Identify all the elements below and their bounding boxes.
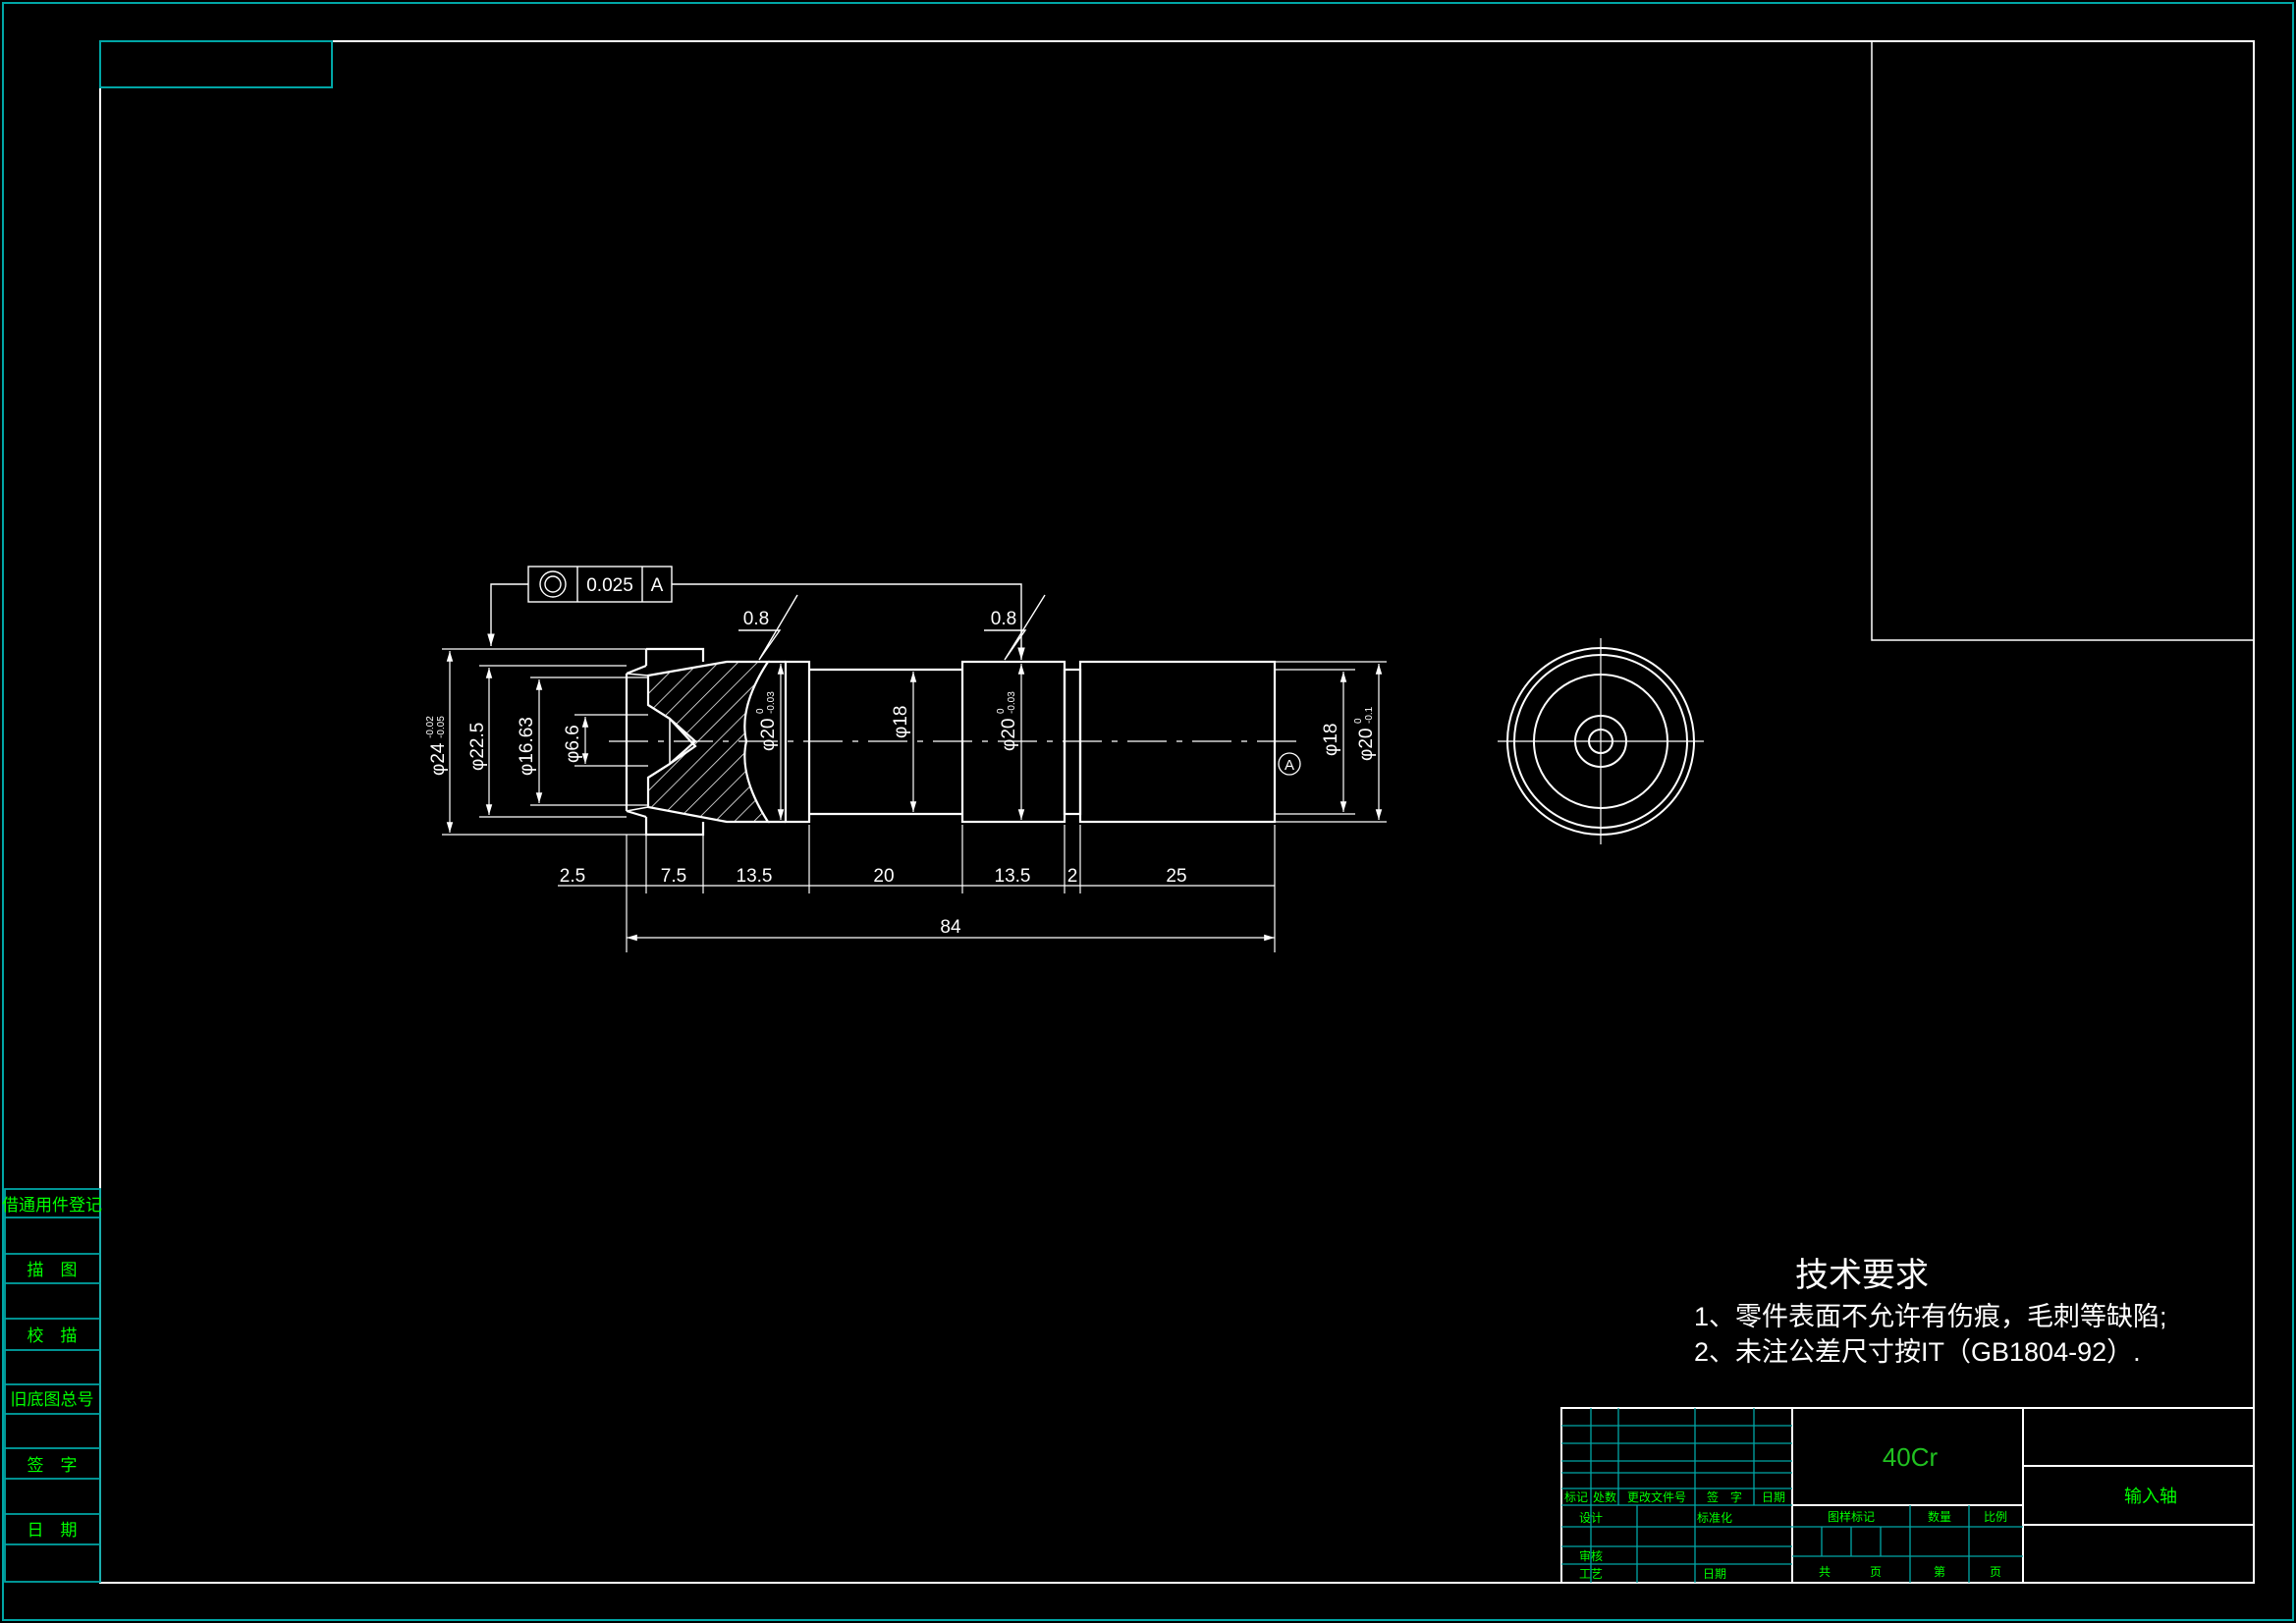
role-standard: 标准化	[1697, 1511, 1732, 1525]
info-header-2: 数量	[1928, 1509, 1951, 1524]
shaft-end-view	[1498, 638, 1704, 844]
strip-label-2: 描 图	[27, 1261, 78, 1279]
left-strip: 借通用件登记 描 图 校 描 旧底图总号 签 字 日 期	[2, 1188, 102, 1583]
dim-d20-a-tol-upper: 0	[755, 708, 766, 714]
strip-label-1: 借通用件登记	[2, 1196, 102, 1215]
dim-l5: 13.5	[995, 866, 1031, 887]
top-right-box	[1871, 40, 2255, 641]
rev-header-2: 处数	[1593, 1489, 1616, 1504]
strip-label-4: 旧底图总号	[11, 1390, 94, 1409]
sheet-total-label: 共	[1819, 1565, 1831, 1579]
dim-d18-a: φ18	[891, 706, 911, 738]
rev-header-5: 日期	[1762, 1490, 1785, 1504]
svg-text:0.8: 0.8	[743, 609, 769, 629]
shaft-front-view	[609, 647, 1296, 837]
dim-l2: 7.5	[661, 866, 686, 887]
role-process: 工艺	[1579, 1567, 1603, 1581]
role-date: 日期	[1703, 1567, 1726, 1581]
dim-l4: 20	[873, 866, 894, 887]
tech-title: 技术要求	[1795, 1257, 1929, 1294]
rev-header-4: 签 字	[1707, 1489, 1742, 1504]
dim-d20-c-tol-upper: 0	[1353, 718, 1364, 724]
dim-l1: 2.5	[560, 866, 585, 887]
part-name-label: 输入轴	[2124, 1487, 2177, 1507]
dim-d18-b: φ18	[1321, 724, 1341, 756]
surface-finish-1: 0.8	[738, 594, 798, 661]
dim-l6: 2	[1067, 866, 1078, 887]
inner-frame	[99, 40, 2255, 1584]
dim-d24-tol-lower: -0.05	[436, 716, 447, 738]
dim-d20-c: φ20	[1356, 729, 1377, 761]
role-review: 审核	[1579, 1548, 1603, 1563]
length-dimensions	[558, 825, 1276, 952]
role-design: 设计	[1579, 1511, 1603, 1525]
sheet-num-label: 第	[1934, 1565, 1945, 1579]
concentricity-icon	[539, 570, 567, 598]
surface-finish-2: 0.8	[984, 594, 1046, 661]
rev-header-1: 标记	[1564, 1490, 1588, 1504]
sheet-total-unit: 页	[1870, 1565, 1882, 1579]
title-block: 40Cr 输入轴 标记 处数 更改文件号 签 字 日期 设计 标准化 审核 工艺…	[1560, 1407, 2255, 1584]
strip-label-6: 日 期	[27, 1521, 78, 1540]
material-label: 40Cr	[1883, 1442, 1939, 1472]
dim-d20-b: φ20	[999, 719, 1019, 751]
tech-requirements: 技术要求 1、零件表面不允许有伤痕，毛刺等缺陷; 2、未注公差尺寸按IT（GB1…	[1694, 1257, 2167, 1367]
tolerance-value: 0.025	[586, 575, 633, 596]
top-left-code-box	[99, 40, 333, 88]
dim-d20-a-tol-lower: -0.03	[766, 691, 777, 714]
dim-d24: φ24	[428, 742, 449, 776]
dim-d22-5: φ22.5	[467, 723, 488, 771]
rev-header-3: 更改文件号	[1627, 1489, 1686, 1504]
dim-d20-b-tol-lower: -0.03	[1007, 691, 1017, 714]
tolerance-datum: A	[651, 575, 664, 596]
dim-l7: 25	[1166, 866, 1186, 887]
dim-d24-tol-upper: -0.02	[425, 716, 436, 738]
dim-d20-c-tol-lower: -0.1	[1364, 706, 1375, 724]
tolerance-frame: 0.025 A	[487, 566, 1025, 660]
sheet-num-unit: 页	[1990, 1565, 2001, 1579]
hatched-section	[646, 660, 771, 824]
dim-total: 84	[940, 917, 961, 938]
svg-text:0.8: 0.8	[991, 609, 1016, 629]
diameter-dimensions	[442, 648, 1387, 836]
dim-d20-a: φ20	[758, 719, 779, 751]
dim-l3: 13.5	[737, 866, 773, 887]
strip-label-5: 签 字	[27, 1456, 78, 1475]
tech-line-1: 1、零件表面不允许有伤痕，毛刺等缺陷;	[1694, 1302, 2167, 1331]
svg-text:A: A	[1285, 757, 1294, 774]
dim-d20-b-tol-upper: 0	[996, 708, 1007, 714]
dim-d16-63: φ16.63	[517, 717, 537, 776]
dim-d6-6: φ6.6	[563, 725, 583, 763]
strip-label-3: 校 描	[27, 1326, 78, 1345]
info-header-1: 图样标记	[1828, 1509, 1875, 1524]
info-header-3: 比例	[1984, 1510, 2007, 1524]
datum-marker: A	[1278, 752, 1301, 776]
tech-line-2: 2、未注公差尺寸按IT（GB1804-92）.	[1694, 1337, 2141, 1367]
